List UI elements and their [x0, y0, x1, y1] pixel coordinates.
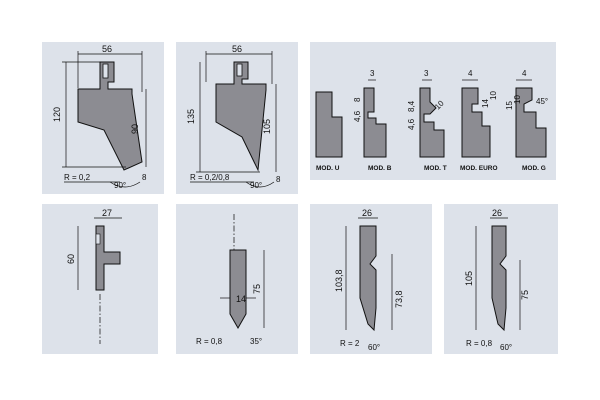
tool-panel-7: 26 105 75 R = 0,8 60° [444, 204, 558, 354]
tool-1-angle-label: 90° [114, 181, 126, 190]
tool-5-radius-label: R = 0,8 [196, 337, 223, 346]
mod-g-dim-45: 45° [536, 97, 548, 106]
tool-6-width-label: 26 [362, 208, 372, 218]
tool-1-width-label: 56 [102, 44, 112, 54]
tool-4-height-label: 60 [66, 254, 76, 264]
tool-2-radius-label: R = 0,2/0,8 [190, 173, 230, 182]
tool-panel-1: 56 120 90 90° 8 R = 0,2 [42, 42, 164, 194]
mod-g-profile [515, 87, 547, 158]
tool-6-radius-label: R = 2 [340, 339, 360, 348]
tool-5-angle-label: 35° [250, 337, 262, 346]
tool-1-depth-label: 90 [130, 124, 140, 134]
tool-7-radius-label: R = 0,8 [466, 339, 493, 348]
tool-7-depth-label: 75 [520, 290, 530, 300]
tool-7-height-label: 105 [464, 271, 474, 286]
tool-1-tip-label: 8 [142, 173, 147, 182]
mod-g-dim-10: 10 [513, 95, 522, 104]
mod-b-dim-46: 4,6 [353, 110, 362, 122]
tool-panel-6: 26 103,8 73,8 R = 2 60° [310, 204, 432, 354]
mod-euro-label: MOD. EURO [460, 165, 498, 172]
tool-6-depth-label: 73,8 [394, 290, 404, 308]
tool-2-height-label: 135 [186, 109, 196, 124]
mod-g-label: MOD. G [522, 165, 546, 172]
tool-2-profile [215, 61, 267, 172]
tool-1-drawing: 56 120 90 90° 8 R = 0,2 [52, 44, 147, 190]
mod-b-dim-8: 8 [353, 97, 362, 102]
mod-t-label: MOD. T [424, 165, 447, 172]
tool-5-thickness-label: 14 [236, 294, 246, 304]
tool-4-profile [95, 225, 121, 291]
mod-t-profile [419, 87, 445, 158]
tool-2-width-label: 56 [232, 44, 242, 54]
mod-euro-dim-14: 14 [481, 99, 490, 108]
tool-panel-5: 75 14 R = 0,8 35° [176, 204, 298, 354]
tool-6-drawing: 26 103,8 73,8 R = 2 60° [334, 208, 404, 352]
tool-6-height-label: 103,8 [334, 269, 344, 292]
tool-2-angle-label: 90° [250, 181, 262, 190]
mod-euro-dim-10: 10 [489, 91, 498, 100]
mod-t-dim-84: 8,4 [407, 100, 416, 112]
models-panel: MOD. U 3 4,6 8 MOD. B 3 4,6 8,4 10 MOD. … [310, 42, 556, 180]
tool-1-height-label: 120 [52, 107, 62, 122]
mod-b-label: MOD. B [368, 165, 392, 172]
tool-5-profile [229, 249, 247, 330]
tool-panel-2: 56 135 105 90° 8 R = 0,2/0,8 [176, 42, 298, 194]
tool-6-angle-label: 60° [368, 343, 380, 352]
mod-u-profile [315, 91, 343, 158]
tool-panel-4: 27 60 [42, 204, 158, 354]
tool-4-drawing: 27 60 [66, 208, 122, 344]
tool-7-width-label: 26 [492, 208, 502, 218]
tool-2-depth-label: 105 [262, 119, 272, 134]
mod-euro-profile [461, 87, 491, 158]
tool-7-angle-label: 60° [500, 343, 512, 352]
mod-g-dim-15: 15 [505, 101, 514, 110]
tool-7-profile [491, 225, 507, 332]
mod-t-dim-46: 4,6 [407, 118, 416, 130]
models-drawing: MOD. U 3 4,6 8 MOD. B 3 4,6 8,4 10 MOD. … [315, 69, 548, 172]
tool-1-radius-label: R = 0,2 [64, 173, 91, 182]
tool-2-drawing: 56 135 105 90° 8 R = 0,2/0,8 [186, 44, 281, 190]
tool-7-drawing: 26 105 75 R = 0,8 60° [464, 208, 530, 352]
mod-b-dim-3: 3 [370, 69, 375, 78]
mod-euro-dim-4: 4 [468, 69, 473, 78]
tool-5-drawing: 75 14 R = 0,8 35° [196, 214, 265, 346]
tool-2-tip-label: 8 [276, 175, 281, 184]
mod-b-profile [363, 87, 387, 158]
mod-g-dim-4: 4 [522, 69, 527, 78]
tool-4-width-label: 27 [102, 208, 112, 218]
tool-1-profile [77, 61, 143, 171]
mod-u-label: MOD. U [316, 165, 340, 172]
tool-6-profile [359, 225, 377, 332]
tool-5-height-label: 75 [252, 284, 262, 294]
mod-t-dim-3: 3 [424, 69, 429, 78]
